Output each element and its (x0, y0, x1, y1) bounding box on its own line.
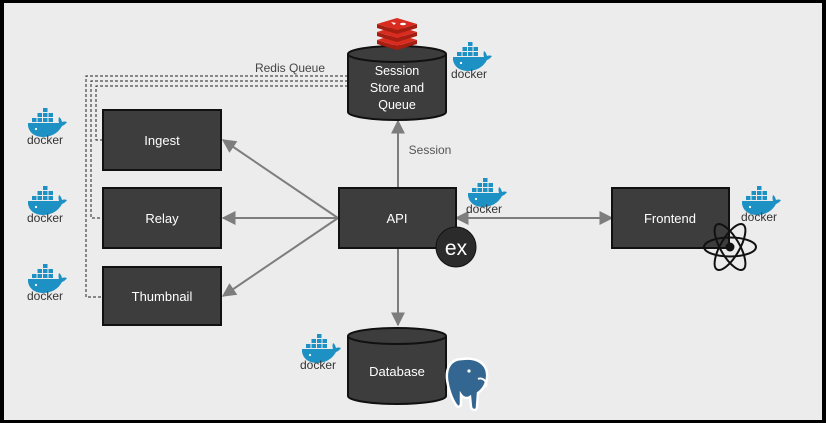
arrow-api-to-ingest (221, 139, 339, 219)
session-edge-label: Session (409, 143, 452, 157)
docker-icon-api: docker (466, 178, 507, 216)
session-store-label-line1: Session (375, 64, 420, 78)
redis-icon (377, 18, 417, 50)
docker-icon-session-store: docker (451, 42, 492, 81)
frontend-node: Frontend (611, 187, 730, 249)
database-label: Database (369, 364, 425, 379)
docker-icon-frontend: docker (741, 186, 781, 224)
thumbnail-node: Thumbnail (102, 266, 222, 326)
express-icon: ex (435, 226, 477, 268)
session-store-label-line3: Queue (378, 98, 416, 112)
api-node: API (338, 187, 457, 249)
react-icon (703, 222, 757, 272)
ingest-node: Ingest (102, 109, 222, 171)
docker-icon-relay: docker (27, 186, 67, 225)
docker-icon-database: docker (300, 334, 341, 372)
docker-icon-thumbnail: docker (27, 264, 67, 303)
docker-label: docker (300, 358, 336, 372)
arrows (221, 119, 614, 327)
docker-label: docker (27, 289, 63, 303)
docker-label: docker (741, 210, 777, 224)
docker-label: docker (27, 211, 63, 225)
postgresql-icon (445, 357, 489, 412)
docker-label: docker (451, 67, 487, 81)
relay-node: Relay (102, 187, 222, 249)
docker-label: docker (27, 133, 63, 147)
ingest-label: Ingest (144, 133, 180, 148)
relay-label: Relay (145, 211, 179, 226)
session-store-label-line2: Store and (370, 81, 424, 95)
redis-queue-label: Redis Queue (255, 61, 325, 75)
docker-icon-ingest: docker (27, 108, 67, 147)
docker-label: docker (466, 202, 502, 216)
database-node: Database (347, 327, 447, 405)
api-label: API (387, 211, 408, 226)
arrow-api-to-thumbnail (221, 217, 339, 297)
redis-queue-connectors (85, 75, 348, 298)
express-logo-text: ex (445, 237, 468, 260)
session-store-node: Session Store and Queue (347, 45, 447, 121)
thumbnail-label: Thumbnail (132, 289, 193, 304)
frontend-label: Frontend (644, 211, 696, 226)
